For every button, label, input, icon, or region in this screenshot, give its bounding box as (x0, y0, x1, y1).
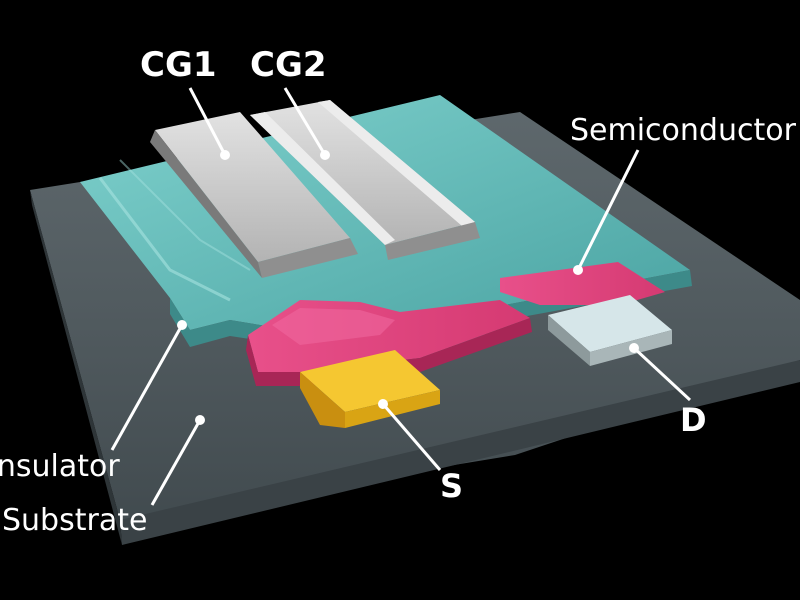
substrate-left-face (30, 190, 122, 545)
cg1-label: CG1 (140, 45, 217, 85)
drain-leader-dot (629, 343, 639, 353)
control-gate-1 (150, 112, 358, 278)
insulator-leader-dot (177, 320, 187, 330)
semiconductor-drain-pad (500, 262, 665, 305)
cg2-leader-dot (320, 150, 330, 160)
cg2-leader-line (283, 87, 327, 156)
substrate-leader-dot (195, 415, 205, 425)
substrate-label: Substrate (2, 503, 148, 538)
drain-label: D (680, 401, 707, 439)
cg1-top-face (155, 112, 350, 262)
substrate-leader-line (150, 419, 202, 506)
substrate-front-face (120, 360, 800, 545)
cg1-side-face (150, 130, 262, 278)
cg1-front-face (258, 238, 358, 278)
cg2-label: CG2 (250, 45, 327, 85)
leader-lines (110, 87, 692, 506)
semiconductor-layer (246, 262, 665, 386)
control-gate-2 (250, 100, 480, 260)
source-leader-line (381, 403, 442, 471)
source-contact (300, 350, 440, 428)
semiconductor-leader-dot (573, 265, 583, 275)
drain-leader-line (632, 346, 692, 402)
cg2-top-face (250, 100, 475, 245)
drain-front-face (548, 315, 590, 366)
cg2-ridge-right (318, 100, 475, 226)
semiconductor-label: Semiconductor (570, 113, 796, 148)
insulator-ridge-line (98, 177, 231, 302)
cg2-front-face (385, 222, 480, 260)
insulator-leader-line (110, 324, 184, 451)
insulator-label: Insulator (0, 449, 120, 484)
cg1-leader-line (188, 87, 227, 156)
cg1-leader-dot (220, 150, 230, 160)
semiconductor-highlight (272, 308, 395, 345)
semiconductor-leader-line (576, 149, 640, 271)
source-front-face (300, 372, 345, 428)
cg2-ridge-left (250, 112, 395, 245)
drain-top-face (548, 295, 672, 352)
insulator-ridge-line-2 (119, 159, 251, 271)
source-front-face-2 (345, 390, 440, 428)
source-leader-dot (378, 399, 388, 409)
source-top-face (300, 350, 440, 412)
source-label: S (440, 467, 464, 505)
